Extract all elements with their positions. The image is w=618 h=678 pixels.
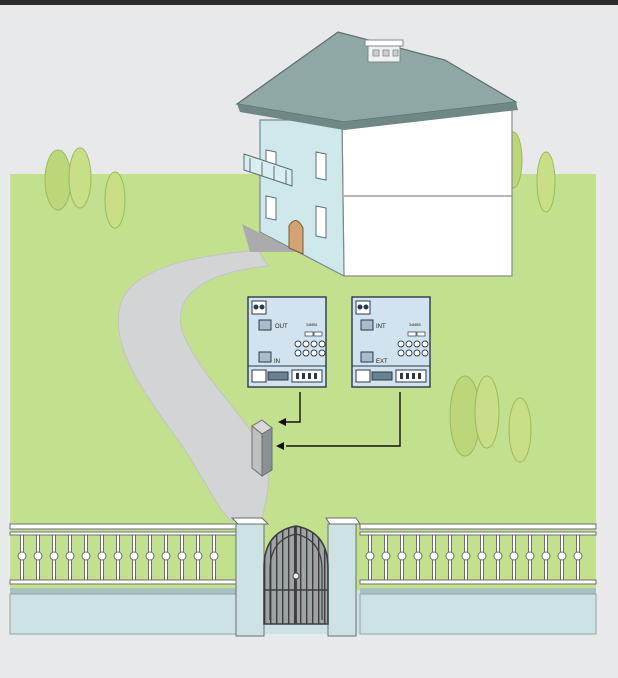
module-icon: INT 346850 EXT — [352, 297, 430, 387]
module-right-port-top: INT — [376, 324, 386, 330]
module-icon: OUT 346851 IN — [248, 297, 326, 387]
module-left-port-bottom: IN — [274, 359, 280, 365]
house-icon — [237, 32, 518, 276]
module-left-port-top: OUT — [275, 324, 288, 330]
gate-icon — [264, 526, 328, 624]
module-right-port-bottom: EXT — [376, 359, 388, 365]
module-right-code: 346850 — [409, 323, 421, 327]
top-border — [0, 0, 618, 5]
module-left-code: 346851 — [306, 323, 318, 327]
door-entry-panel-icon — [252, 420, 272, 476]
